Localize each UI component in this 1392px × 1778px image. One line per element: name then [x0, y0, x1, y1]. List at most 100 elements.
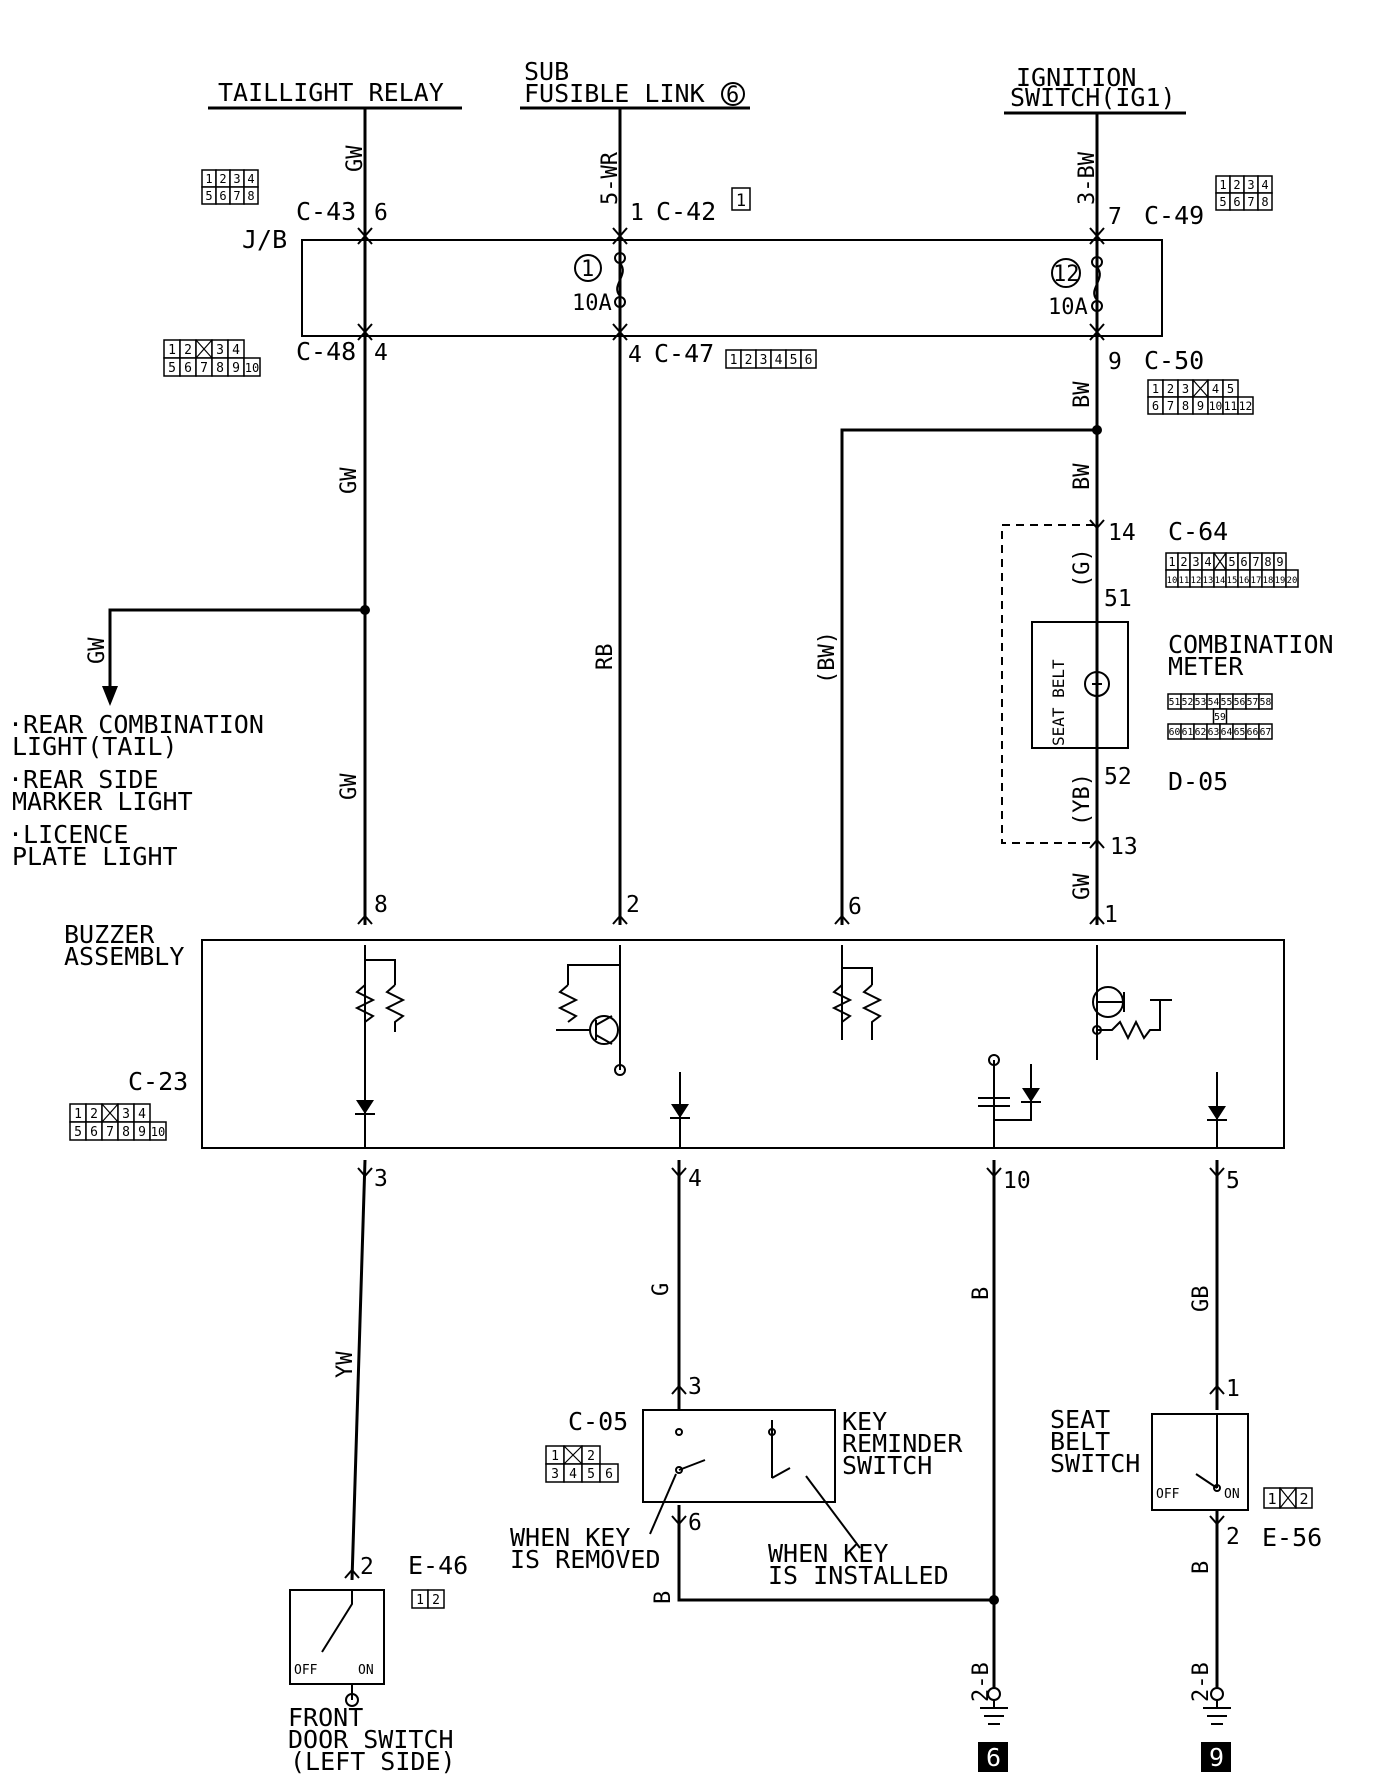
- rear-side-marker-label-2: MARKER LIGHT: [12, 787, 193, 816]
- pointer-removed: [649, 1473, 677, 1535]
- wire-code-wr: 5-WR: [598, 151, 623, 205]
- connector-pin-number: 9: [1276, 555, 1283, 569]
- connector-pin-number: 10: [245, 361, 260, 375]
- ground-point-9-badge: [1201, 1742, 1231, 1772]
- sub-fusible-link-label-2: FUSIBLE LINK: [524, 79, 705, 108]
- pin-buzzer-6: 6: [848, 894, 862, 920]
- connector-cell: [1257, 192, 1273, 211]
- connector-pin-number: 8: [1261, 195, 1268, 209]
- connector-pin-number: 4: [247, 172, 254, 186]
- connector-pin-number: 2: [432, 1593, 440, 1608]
- connector-pin-number: 60: [1169, 727, 1181, 738]
- connector-pin-number: 1: [205, 172, 212, 186]
- wire-code-gw-low: GW: [337, 773, 362, 800]
- connector-pin-number: 3: [233, 172, 240, 186]
- connector-pin-number: 12: [1239, 400, 1253, 413]
- connector-c48-label: C-48: [296, 337, 356, 366]
- connector-pin-number: 4: [1212, 382, 1219, 396]
- wire-code-rb: RB: [593, 644, 618, 671]
- ignition-switch-label-2: SWITCH(IG1): [1010, 83, 1176, 112]
- connector-pin-number: 57: [1247, 697, 1259, 708]
- connector-pin-number: 13: [1203, 576, 1214, 586]
- wire-code-b-center: B: [969, 1287, 994, 1300]
- pin-c47-4: 4: [628, 342, 642, 368]
- connector-pin-number: 3: [760, 353, 768, 368]
- pin-meter-52: 52: [1104, 764, 1132, 790]
- connector-pin-number: 61: [1182, 727, 1194, 738]
- connector-pin-number: 1: [416, 1593, 424, 1608]
- connector-pin-number: 6: [805, 353, 813, 368]
- connector-pin-number: 11: [1224, 400, 1238, 413]
- key-reminder-label-1: KEY: [842, 1407, 887, 1436]
- buzzer-assembly-label-2: ASSEMBLY: [64, 942, 184, 971]
- connector-cell: [800, 349, 817, 369]
- fuse-12-number: 12: [1053, 262, 1080, 287]
- taillight-relay-label: TAILLIGHT RELAY: [218, 78, 444, 107]
- seat-belt-switch-contacts: [1195, 1414, 1221, 1492]
- connector-pin-number: 62: [1195, 727, 1207, 738]
- pin-buzzer-5: 5: [1226, 1168, 1240, 1194]
- pin-seat-1: 1: [1226, 1376, 1240, 1402]
- connector-c50-label: C-50: [1144, 346, 1204, 375]
- connector-cell: [1295, 1487, 1313, 1509]
- connector-pin-number: 11: [1179, 576, 1190, 586]
- splice-bw: [1092, 425, 1102, 435]
- connector-pin-number: 5: [168, 361, 176, 376]
- connector-pin-number: 64: [1221, 727, 1233, 738]
- connector-pin-number: 14: [1215, 576, 1226, 586]
- when-key-removed-label-1: WHEN KEY: [510, 1523, 630, 1552]
- connector-pin-number: 59: [1214, 712, 1226, 723]
- connector-pin-number: 18: [1263, 576, 1274, 586]
- fuse-1-amp: 10A: [572, 291, 612, 316]
- when-key-installed-label-2: IS INSTALLED: [768, 1561, 949, 1590]
- connector-pin-number: 65: [1234, 727, 1246, 738]
- connector-pin-number: 6: [1240, 555, 1247, 569]
- fuse-1-number: 1: [581, 257, 594, 282]
- connector-cell-blank: [1279, 1487, 1297, 1509]
- connector-pin-number: 4: [1204, 555, 1211, 569]
- connector-c42-label: C-42: [656, 197, 716, 226]
- seat-belt-switch-label-2: BELT: [1050, 1427, 1110, 1456]
- front-door-switch-label-1: FRONT: [288, 1703, 363, 1732]
- ground-point-6-badge: [978, 1742, 1008, 1772]
- connector-pin-number: 2: [1233, 178, 1240, 192]
- buzzer-assembly-box: [201, 939, 1285, 1149]
- connector-pin-number: 4: [569, 1467, 577, 1482]
- connector-c42-face-icon: 1: [731, 187, 751, 211]
- seat-switch-on-label: ON: [1224, 1487, 1240, 1502]
- connector-pin-number: 7: [1167, 399, 1174, 413]
- connector-pin-number: 1: [1267, 1490, 1276, 1508]
- connector-pin-number: 4: [138, 1107, 146, 1122]
- wire-code-gw-top: GW: [343, 145, 368, 172]
- connector-cell: [243, 186, 259, 205]
- splice-ground: [989, 1595, 999, 1605]
- connector-pin-number: 2: [1167, 382, 1174, 396]
- connector-pin-number: 7: [200, 361, 208, 376]
- seat-belt-indicator-box: [1031, 621, 1129, 749]
- connector-pin-number: 12: [1191, 576, 1202, 586]
- connector-pin-number: 8: [1264, 555, 1271, 569]
- connector-pin-number: 6: [219, 189, 226, 203]
- connector-pin-number: 2: [219, 172, 226, 186]
- connector-pin-number: 10: [151, 1125, 166, 1139]
- seat-belt-switch-label-3: SWITCH: [1050, 1449, 1140, 1478]
- diode-icons: [355, 1054, 1227, 1121]
- connector-cell-blank: [195, 339, 213, 359]
- pin-buzzer-2: 2: [626, 892, 640, 918]
- seat-belt-indicator-label: SEAT BELT: [1049, 659, 1068, 746]
- seat-belt-switch-label-1: SEAT: [1050, 1405, 1110, 1434]
- connector-pin-number: 7: [233, 189, 240, 203]
- connector-pin-number: 7: [1252, 555, 1259, 569]
- connector-cell: [149, 1121, 167, 1141]
- key-reminder-switch-box: [642, 1409, 836, 1503]
- connector-cell-blank: [563, 1445, 583, 1465]
- sub-fusible-link-label-1: SUB: [524, 57, 569, 86]
- arrow-down-icon: [102, 686, 118, 706]
- pin-c48-4: 4: [374, 340, 388, 366]
